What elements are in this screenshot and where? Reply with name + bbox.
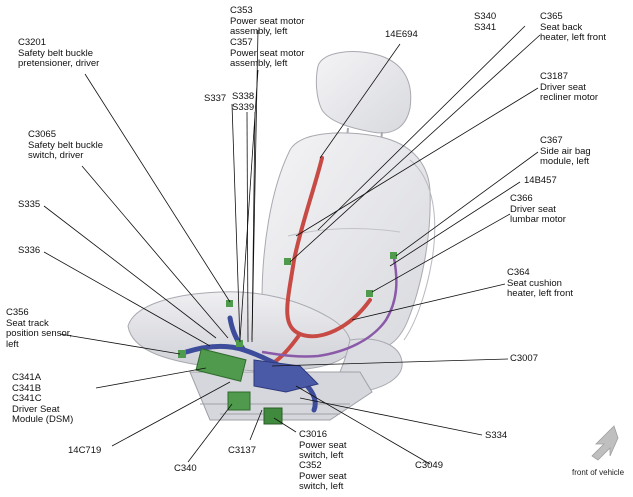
label-c340: C340 — [174, 463, 197, 474]
label-c364: C364 Seat cushion heater, left front — [507, 267, 574, 299]
harness-blue — [183, 315, 318, 413]
harness-purple — [261, 257, 398, 358]
label-c365: C365 Seat back heater, left front — [540, 11, 607, 43]
connector-c3201 — [226, 300, 233, 307]
label-c341: C341A C341B C341C Driver Seat Module (DS… — [12, 372, 74, 425]
module-lower — [227, 391, 251, 411]
label-c3065: C3065 Safety belt buckle switch, driver — [28, 129, 103, 161]
connector-c353 — [236, 340, 243, 347]
label-front-of-vehicle: front of vehicle — [572, 468, 625, 477]
label-14b457: 14B457 — [524, 175, 557, 186]
label-s340: S340 S341 — [474, 11, 497, 33]
label-c3049: C3049 — [415, 460, 443, 471]
label-s335: S335 — [18, 199, 41, 210]
label-s334: S334 — [485, 430, 508, 441]
label-c357: C357 Power seat motor assembly, left — [230, 37, 305, 69]
label-s337: S337 — [204, 93, 227, 104]
label-c3137: C3137 — [228, 445, 256, 456]
label-14c719: 14C719 — [68, 445, 102, 456]
seat-back-bolster — [403, 159, 436, 341]
label-c356: C356 Seat track position sensor, left — [6, 307, 73, 350]
connector-c366 — [366, 290, 373, 297]
leader-lines — [43, 25, 541, 465]
connector-c367 — [390, 252, 397, 259]
seat-back — [261, 132, 431, 353]
label-c3187: C3187 Driver seat recliner motor — [540, 71, 599, 103]
front-arrow-icon — [591, 425, 619, 461]
label-c352: C352 Power seat switch, left — [299, 460, 347, 492]
connector-c356 — [178, 350, 186, 358]
headrest — [315, 51, 412, 134]
label-c3201: C3201 Safety belt buckle pretensioner, d… — [18, 37, 100, 69]
label-c3016: C3016 Power seat switch, left — [299, 429, 347, 461]
label-14e694: 14E694 — [385, 29, 418, 40]
connector-c365 — [284, 258, 291, 265]
label-c367: C367 Side air bag module, left — [540, 135, 591, 167]
label-s338: S338 S339 — [232, 91, 255, 113]
label-c3007: C3007 — [510, 353, 538, 364]
label-s336: S336 — [18, 245, 41, 256]
label-c353: C353 Power seat motor assembly, left — [230, 5, 305, 37]
dsm-module — [195, 348, 247, 382]
label-c366: C366 Driver seat lumbar motor — [510, 193, 566, 225]
